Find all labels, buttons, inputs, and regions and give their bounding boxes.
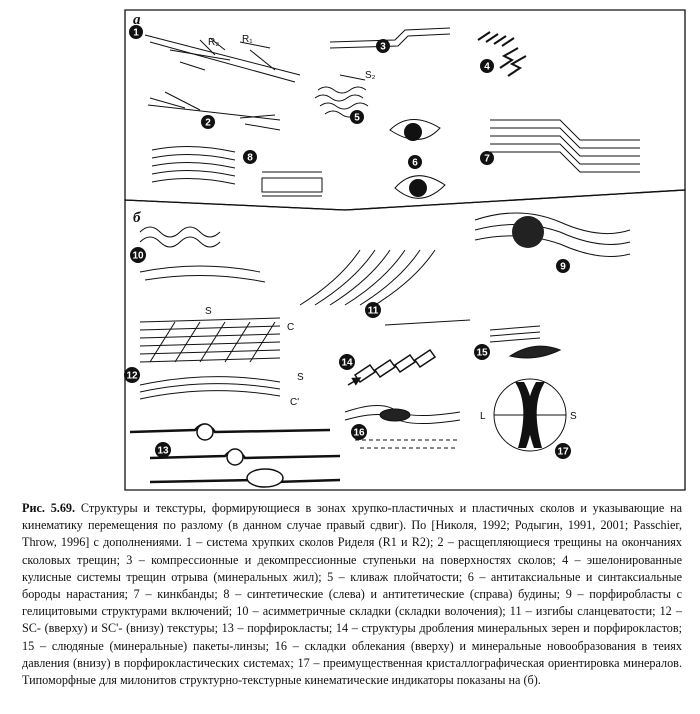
sc-fabric-sketch (139, 317, 281, 400)
badge-5-text: 5 (354, 113, 360, 124)
badge-6-text: 6 (412, 158, 418, 169)
drag-folds-sketch (139, 226, 266, 283)
splay-fractures-sketch (147, 91, 281, 131)
badge-5: 5 (350, 110, 364, 124)
badge-9-text: 9 (560, 262, 566, 273)
caption-text: Структуры и текстуры, формирующиеся в зо… (22, 501, 682, 688)
porphyroclasts-sketch (129, 423, 341, 488)
en-echelon-veins-sketch (477, 31, 527, 77)
label-s2: S₂ (365, 70, 376, 81)
badge-17: 17 (555, 443, 571, 459)
badge-12: 12 (124, 367, 140, 383)
badge-15: 15 (474, 344, 490, 360)
panel-b-frame (124, 189, 686, 491)
badge-13-text: 13 (157, 446, 169, 457)
panel-b-letter: б (133, 210, 141, 226)
badge-6: 6 (408, 155, 422, 169)
badge-1-text: 1 (133, 28, 139, 39)
badge-2: 2 (201, 115, 215, 129)
badge-14-text: 14 (341, 358, 353, 369)
badge-9: 9 (556, 259, 570, 273)
grain-fracturing-sketch (347, 348, 437, 386)
panel-a-letter: а (133, 12, 141, 28)
label-s-stereo: S (570, 411, 577, 422)
badge-1: 1 (129, 25, 143, 39)
label-s-top: S (205, 306, 212, 317)
badge-3-text: 3 (380, 42, 386, 53)
boudins-sketch (151, 145, 323, 197)
badge-8: 8 (243, 150, 257, 164)
badge-12-text: 12 (126, 371, 138, 382)
badge-8-text: 8 (247, 153, 253, 164)
label-c-bottom: C' (290, 397, 299, 408)
badge-10-text: 10 (132, 251, 144, 262)
badge-10: 10 (130, 247, 146, 263)
compression-steps-sketch (329, 27, 451, 49)
schistosity-bends-sketch (299, 249, 471, 326)
badge-7: 7 (480, 151, 494, 165)
label-r2: R₂ (208, 37, 219, 48)
badge-17-text: 17 (557, 447, 569, 458)
badge-13: 13 (155, 442, 171, 458)
badge-4: 4 (480, 59, 494, 73)
kink-bands-sketch (490, 119, 640, 173)
badge-7-text: 7 (484, 154, 490, 165)
badge-15-text: 15 (476, 348, 488, 359)
stereonet-sketch (493, 378, 567, 452)
badge-3: 3 (376, 39, 390, 53)
label-c-top: C (287, 322, 294, 333)
badge-16: 16 (351, 424, 367, 440)
badge-4-text: 4 (484, 62, 490, 73)
badge-16-text: 16 (353, 428, 365, 439)
label-s-bottom: S (297, 372, 304, 383)
badge-2-text: 2 (205, 118, 211, 129)
structures-figure: а б 1 R₂ R₁ 3 4 2 S₂ (124, 9, 686, 491)
porphyroblast-sketch (474, 212, 631, 257)
badge-11: 11 (365, 302, 381, 318)
mica-fish-sketch (489, 325, 562, 359)
riedel-shears-sketch (144, 34, 301, 83)
label-l: L (480, 411, 486, 422)
label-r1: R₁ (242, 34, 253, 45)
wrapping-folds-sketch (344, 405, 461, 449)
badge-14: 14 (339, 354, 355, 370)
figure-number: Рис. 5.69. (22, 501, 76, 515)
badge-11-text: 11 (368, 306, 379, 317)
figure-caption: Рис. 5.69. Структуры и текстуры, формиру… (22, 500, 682, 689)
pressure-fringes-sketch (389, 119, 446, 199)
